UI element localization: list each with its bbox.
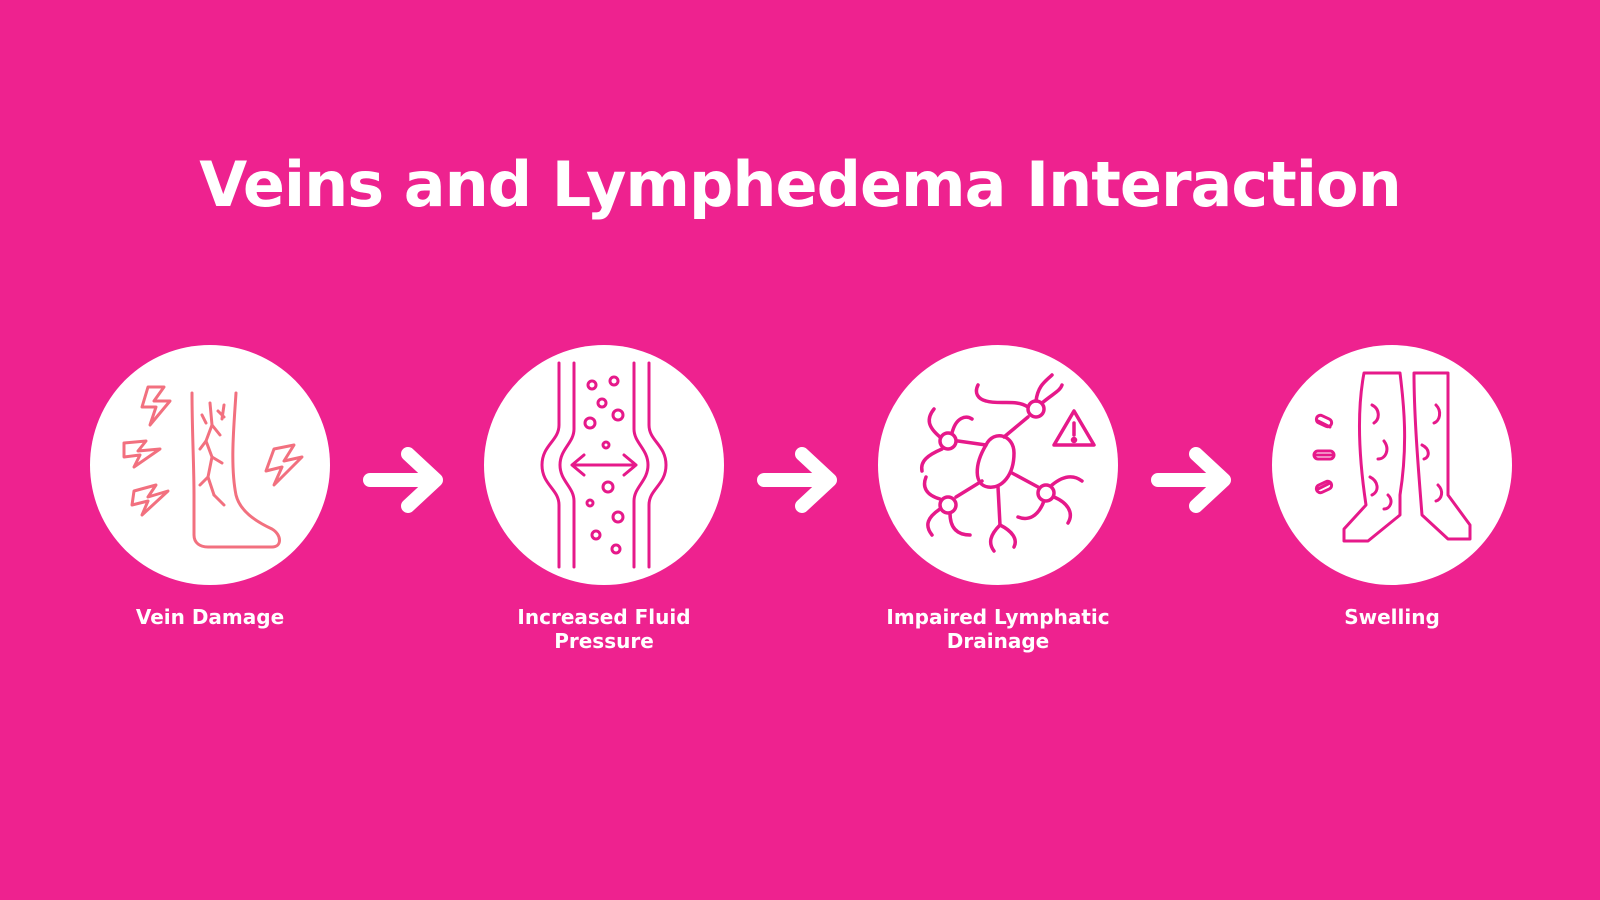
arrow-right-icon [362, 440, 452, 520]
step-label: Impaired Lymphatic Drainage [886, 605, 1110, 653]
step-vein-damage: Vein Damage [60, 345, 360, 629]
step-label: Vein Damage [135, 605, 285, 629]
step-circle [90, 345, 330, 585]
step-increased-fluid-pressure: Increased Fluid Pressure [454, 345, 754, 653]
step-circle [484, 345, 724, 585]
step-swelling: Swelling [1242, 345, 1542, 629]
page-title: Veins and Lymphedema Interaction [199, 148, 1402, 221]
step-label: Increased Fluid Pressure [517, 605, 691, 653]
arrow-right-icon [756, 440, 846, 520]
damaged-leg-icon [122, 385, 304, 549]
step-circle [878, 345, 1118, 585]
step-circle [1272, 345, 1512, 585]
fluid-pressure-vessel-icon [540, 361, 668, 569]
lymph-node-warning-icon [919, 373, 1096, 553]
step-impaired-lymphatic-drainage: Impaired Lymphatic Drainage [848, 345, 1148, 653]
step-label: Swelling [1344, 605, 1440, 629]
arrow-right-icon [1150, 440, 1240, 520]
swollen-legs-icon [1312, 371, 1472, 543]
